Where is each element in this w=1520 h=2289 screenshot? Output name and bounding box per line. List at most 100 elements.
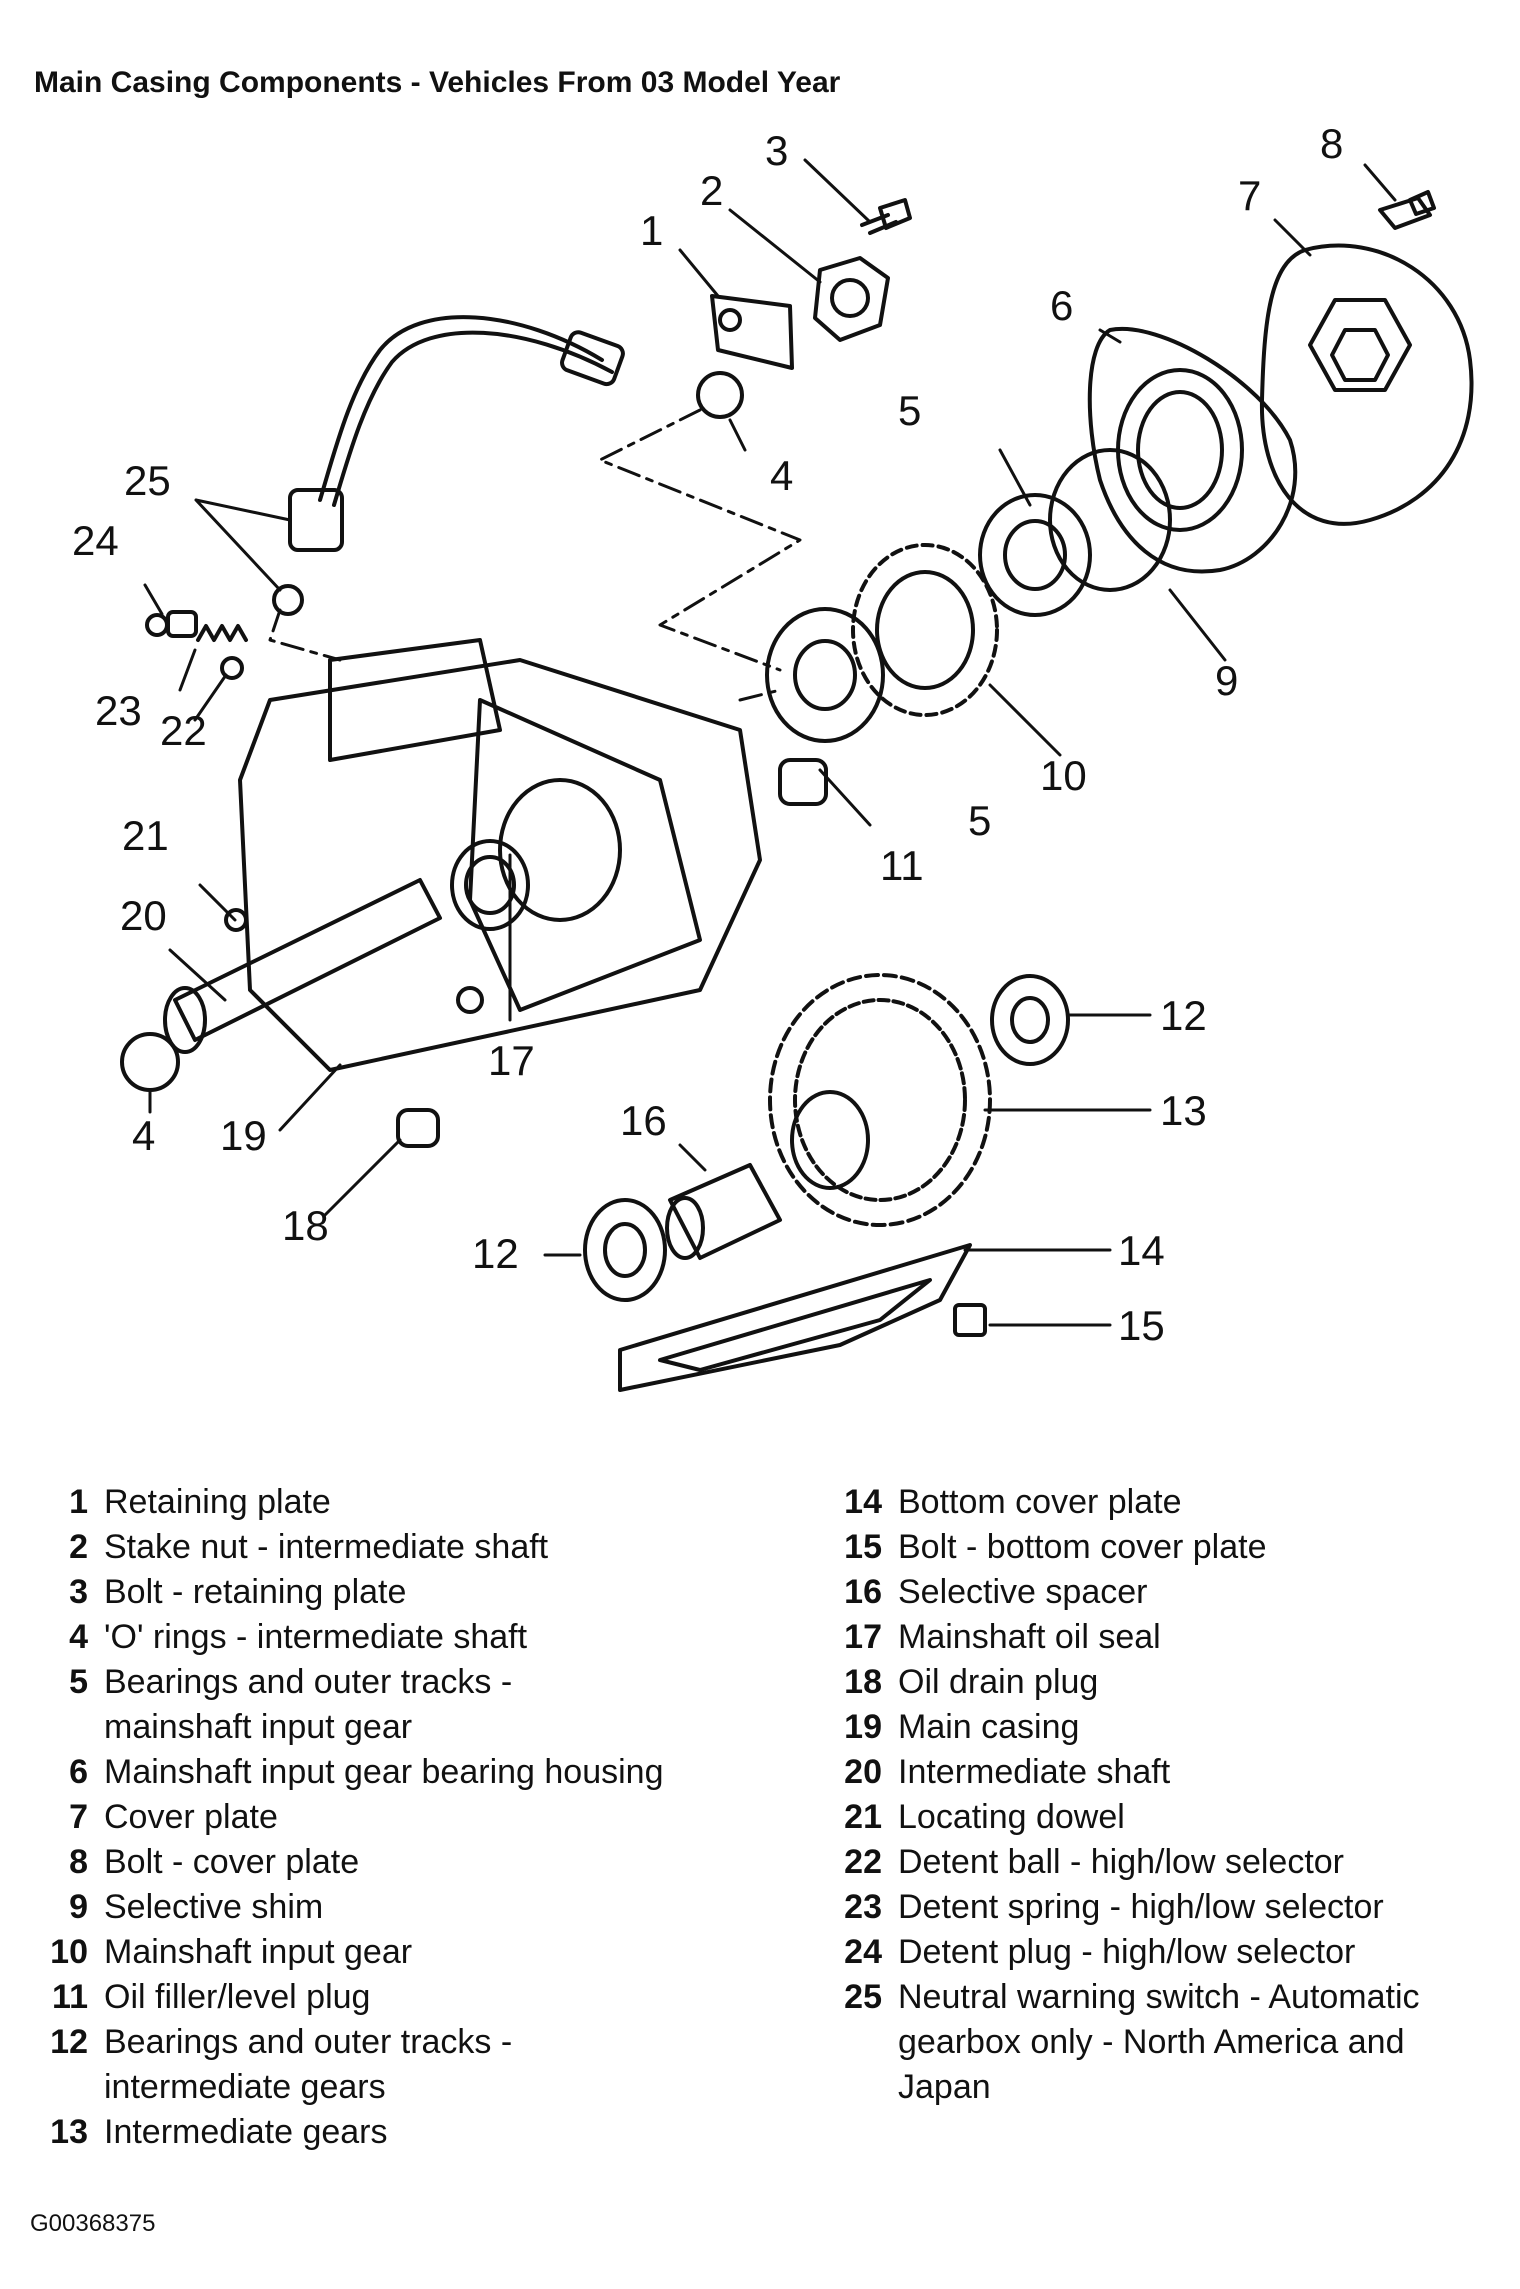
alignment-lines — [268, 408, 802, 702]
legend-item: 24 Detent plug - high/low selector — [820, 1930, 1500, 1975]
callout-15: 15 — [1118, 1302, 1165, 1349]
legend-item: 19 Main casing — [820, 1705, 1500, 1750]
callout-20: 20 — [120, 892, 167, 939]
legend-number: 21 — [844, 1798, 882, 1836]
legend-label: Neutral warning switch - Automatic gearb… — [898, 1978, 1420, 2106]
legend-item: 8 Bolt - cover plate — [26, 1840, 746, 1885]
figure-id: G00368375 — [30, 2210, 156, 2237]
callout-14: 14 — [1118, 1227, 1165, 1274]
legend-label: Bottom cover plate — [898, 1483, 1182, 1521]
legend-label: Intermediate gears — [104, 2113, 388, 2151]
spacer-and-plug-drawing — [396, 1108, 782, 1260]
legend-item: 21 Locating dowel — [820, 1795, 1500, 1840]
legend-label: Bolt - retaining plate — [104, 1573, 407, 1611]
legend-number: 8 — [69, 1843, 88, 1881]
bearing-housing-drawing — [1048, 326, 1298, 592]
legend-item: 6 Mainshaft input gear bearing housing — [26, 1750, 746, 1795]
legend-number: 18 — [844, 1663, 882, 1701]
legend-number: 15 — [844, 1528, 882, 1566]
callout-5: 5 — [898, 387, 921, 434]
legend-number: 6 — [69, 1753, 88, 1791]
callout-4: 4 — [770, 452, 793, 499]
callout-19: 19 — [220, 1112, 267, 1159]
cover-plate-drawing — [1259, 190, 1474, 526]
legend-label: Bolt - bottom cover plate — [898, 1528, 1267, 1566]
neutral-warning-switch-drawing — [272, 315, 625, 616]
legend-item: 9 Selective shim — [26, 1885, 746, 1930]
callout-11: 11 — [880, 842, 924, 889]
legend-item: 4'O' rings - intermediate shaft — [26, 1615, 746, 1660]
diagram-title: Main Casing Components - Vehicles From 0… — [34, 66, 841, 99]
legend-item: 3 Bolt - retaining plate — [26, 1570, 746, 1615]
legend-label: Stake nut - intermediate shaft — [104, 1528, 549, 1566]
legend-label: Detent plug - high/low selector — [898, 1933, 1356, 1971]
callout-22: 22 — [160, 707, 207, 754]
legend-label: Bearings and outer tracks - mainshaft in… — [104, 1663, 513, 1746]
callout-23: 23 — [95, 687, 142, 734]
legend-label: Mainshaft input gear bearing housing — [104, 1753, 664, 1791]
legend-label: Retaining plate — [104, 1483, 331, 1521]
intermediate-shaft-drawing — [120, 878, 442, 1092]
legend-number: 20 — [844, 1753, 882, 1791]
main-casing-drawing — [238, 638, 762, 1072]
callout-21: 21 — [122, 812, 169, 859]
callout-17: 17 — [488, 1037, 535, 1084]
callout-labels: 1 2 3 4 4 5 5 6 7 8 9 10 11 12 12 13 14 … — [72, 120, 1343, 1349]
legend-number: 7 — [69, 1798, 88, 1836]
legend-number: 23 — [844, 1888, 882, 1926]
callout-8: 8 — [1320, 120, 1343, 167]
callout-1: 1 — [640, 207, 663, 254]
legend-number: 19 — [844, 1708, 882, 1746]
callout-25: 25 — [124, 457, 171, 504]
callout-4-lower: 4 — [132, 1112, 155, 1159]
legend-item: 23 Detent spring - high/low selector — [820, 1885, 1500, 1930]
legend-label: Bolt - cover plate — [104, 1843, 360, 1881]
legend-item: 16 Selective spacer — [820, 1570, 1500, 1615]
mainshaft-input-gear-drawing — [765, 493, 1092, 806]
legend-label: Mainshaft input gear — [104, 1933, 413, 1971]
legend-number: 3 — [69, 1573, 88, 1611]
legend-number: 24 — [844, 1933, 882, 1971]
legend-item: 20 Intermediate shaft — [820, 1750, 1500, 1795]
callout-12: 12 — [1160, 992, 1207, 1039]
legend-item: 1 Retaining plate — [26, 1480, 746, 1525]
legend-number: 10 — [50, 1933, 88, 1971]
callout-16: 16 — [620, 1097, 667, 1144]
legend-number: 5 — [69, 1663, 88, 1701]
legend-label: Intermediate shaft — [898, 1753, 1171, 1791]
callout-2: 2 — [700, 167, 723, 214]
callout-10: 10 — [1040, 752, 1087, 799]
legend-number: 9 — [69, 1888, 88, 1926]
legend-number: 11 — [52, 1978, 88, 2016]
legend-label: 'O' rings - intermediate shaft — [104, 1618, 528, 1656]
callout-13: 13 — [1160, 1087, 1207, 1134]
callout-5-lower: 5 — [968, 797, 991, 844]
legend-item: 5 Bearings and outer tracks - mainshaft i… — [26, 1660, 746, 1750]
legend-label: Main casing — [898, 1708, 1080, 1746]
legend-number: 17 — [844, 1618, 882, 1656]
exploded-view-diagram: 1 2 3 4 4 5 5 6 7 8 9 10 11 12 12 13 14 … — [72, 120, 1474, 1392]
callout-3: 3 — [765, 127, 788, 174]
legend-label: Selective spacer — [898, 1573, 1148, 1611]
intermediate-gears-drawing — [583, 973, 1070, 1302]
legend-number: 1 — [69, 1483, 88, 1521]
legend-item: 15 Bolt - bottom cover plate — [820, 1525, 1500, 1570]
legend-label: Locating dowel — [898, 1798, 1125, 1836]
legend-number: 16 — [844, 1573, 882, 1611]
legend-label: Selective shim — [104, 1888, 324, 1926]
legend-label: Detent ball - high/low selector — [898, 1843, 1345, 1881]
legend-label: Detent spring - high/low selector — [898, 1888, 1384, 1926]
callout-12-lower: 12 — [472, 1230, 519, 1277]
bottom-cover-plate-drawing — [618, 1243, 987, 1392]
